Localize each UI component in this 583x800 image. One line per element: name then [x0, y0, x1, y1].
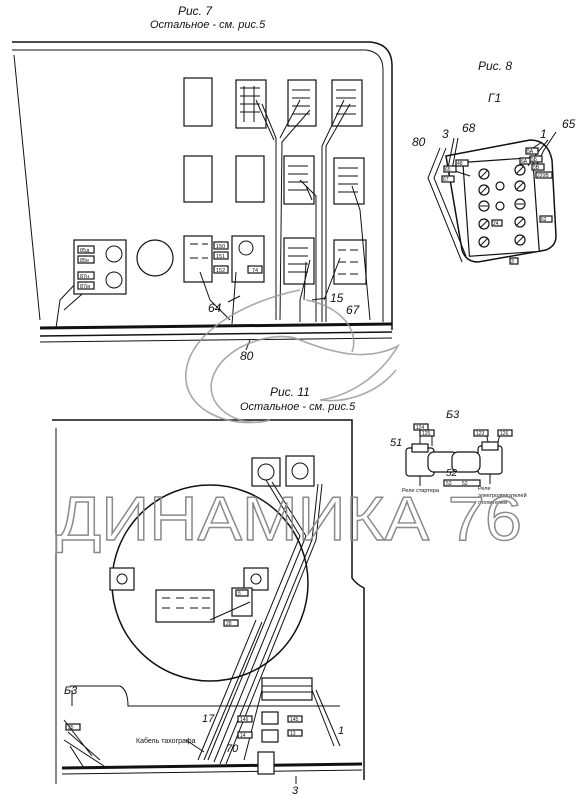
- b3-conn-5: 52: [462, 481, 468, 487]
- fig8-conn-10: 62: [541, 217, 547, 223]
- fig8-connector-tags: 65 48 67 5А 5Б 5В 6А 220В 24 3 62: [441, 147, 553, 265]
- fig11-bottom-harness: [61, 762, 363, 770]
- fig7-panel-c1: [183, 235, 213, 283]
- fig7-callout-15: 15: [330, 291, 344, 305]
- fig11-tachograph-connector: [257, 751, 275, 775]
- fig8-callout-80: 80: [412, 135, 426, 149]
- fig11-right-bracket: [243, 567, 269, 591]
- fig7-callout-64: 64: [208, 301, 222, 315]
- fig8: Рис. 8 Г1: [412, 59, 576, 265]
- relay-heater-label: Реле электродвигателей отопителей: [478, 486, 527, 506]
- fig8-conn-2: 67: [443, 177, 449, 183]
- fig11-callout-3: 3: [292, 785, 299, 797]
- fig7-round-opening: [136, 239, 174, 277]
- fig8-title: Рис. 8: [478, 59, 512, 73]
- b3-callout-51: 51: [390, 437, 402, 449]
- fig8-callout-65: 65: [562, 117, 576, 131]
- fig11-subtitle: Остальное - см. рис.5: [240, 401, 356, 413]
- fig11-lower-module: [261, 677, 313, 701]
- fig8-conn-9: 3: [511, 259, 514, 265]
- fig11-conn-2: 14: [240, 733, 246, 739]
- watermark: ДИНАМИКА 76: [55, 289, 523, 555]
- fig11-plug-a: [261, 711, 279, 725]
- fig7-panel-c2: [231, 235, 265, 283]
- b3-conn-4: 53: [446, 481, 452, 487]
- fig7-panel-b2: [235, 155, 265, 203]
- b3-connector-tags: 124 125 123 126 53 52: [413, 423, 513, 487]
- fig11-switch-2: [285, 455, 315, 487]
- fig7-panel-a4: [331, 79, 363, 127]
- fig7-wire-bundles: [55, 99, 371, 329]
- fig-b3: Б3 124 125 123 126 53 52 51 52 Реле ст: [390, 409, 527, 506]
- fig7: Рис. 7 Остальное - см. рис.5: [12, 4, 393, 363]
- fig7-conn-mid-1: 151: [216, 254, 225, 260]
- fig11-conn-4: 5: [238, 591, 241, 597]
- fig11-callout-17: 17: [202, 713, 215, 725]
- fig7-conn-left-3: 87м: [80, 284, 90, 290]
- fig8-conn-1: 48: [457, 161, 463, 167]
- b3-callout-52: 52: [446, 468, 458, 479]
- fig11-conn-0: 146: [240, 717, 249, 723]
- fig11-cable-label: Кабель тахографа: [136, 737, 196, 745]
- fig8-conn-3: 5А: [527, 149, 534, 155]
- fig11-cab-outline: [52, 419, 365, 780]
- fig7-cab-outline: [12, 41, 393, 330]
- relay-starter-label: Реле стартера: [402, 488, 440, 494]
- fig8-fuse-block-outline: [445, 139, 557, 263]
- fig11-switch-1: [251, 457, 281, 487]
- fig7-panel-b1: [183, 155, 213, 203]
- fig7-conn-mid-2: 152: [216, 268, 225, 274]
- fig7-panel-b4: [333, 157, 365, 205]
- b3-conn-1: 125: [422, 431, 431, 437]
- fig11: Рис. 11 Остальное - см. рис.5: [52, 385, 365, 797]
- fig11-title: Рис. 11: [270, 385, 310, 399]
- fig8-callout-68: 68: [462, 121, 476, 135]
- fig7-conn-left-1: 85е: [80, 258, 89, 264]
- fig11-diagonal-harness: [197, 479, 323, 765]
- fig7-callout-67: 67: [346, 303, 361, 317]
- watermark-swirl-logo: [185, 289, 401, 424]
- fig7-panel-b3: [283, 155, 315, 205]
- fig11-switch-block: [155, 589, 215, 623]
- fig11-callout-1: 1: [338, 725, 344, 737]
- fig8-callout-3: 3: [442, 127, 449, 141]
- fig8-conn-4: 5Б: [531, 157, 538, 163]
- fig8-callout-1: 1: [540, 127, 547, 141]
- fig8-block-label: Г1: [488, 91, 501, 105]
- fig8-conn-8: 24: [493, 221, 499, 227]
- fig11-callout-70: 70: [226, 743, 239, 755]
- fig8-conn-5: 5В: [533, 165, 540, 171]
- fig8-conn-6: 6А: [521, 159, 528, 165]
- fig7-panel-a1: [183, 77, 213, 127]
- fig7-subtitle: Остальное - см. рис.5: [150, 19, 266, 31]
- fig11-conn-5: 28: [226, 621, 232, 627]
- fig7-title: Рис. 7: [178, 4, 213, 18]
- fig8-fuse-terminals: [478, 164, 526, 248]
- fig7-conn-left-0: 85д: [80, 248, 90, 254]
- fig11-plug-b: [261, 729, 279, 743]
- fig7-panel-a3: [287, 79, 317, 127]
- fig11-conn-1: 145: [290, 717, 299, 723]
- fig11-left-bracket: [109, 567, 135, 591]
- fig8-conn-0: 65: [445, 167, 451, 173]
- fig11-conn-3: 13: [290, 731, 296, 737]
- fig11-conn-6: 35: [68, 725, 74, 731]
- fig11-label-b3: Б3: [64, 685, 78, 697]
- b3-title: Б3: [446, 409, 460, 421]
- fig7-panel-c3: [283, 237, 315, 285]
- fig7-conn-mid-0: 150: [216, 244, 225, 250]
- b3-conn-2: 123: [476, 431, 485, 437]
- fig8-conn-7: 220В: [537, 173, 549, 179]
- fig11-connector-tags: 146 145 14 13 5 28 35: [65, 589, 303, 739]
- fig7-conn-left-2: 87н: [80, 274, 89, 280]
- watermark-text: ДИНАМИКА 76: [56, 485, 522, 554]
- b3-conn-0: 124: [416, 425, 425, 431]
- fig7-callout-80: 80: [240, 349, 254, 363]
- b3-conn-3: 126: [500, 431, 509, 437]
- fig7-conn-mid-3: 74: [252, 268, 258, 274]
